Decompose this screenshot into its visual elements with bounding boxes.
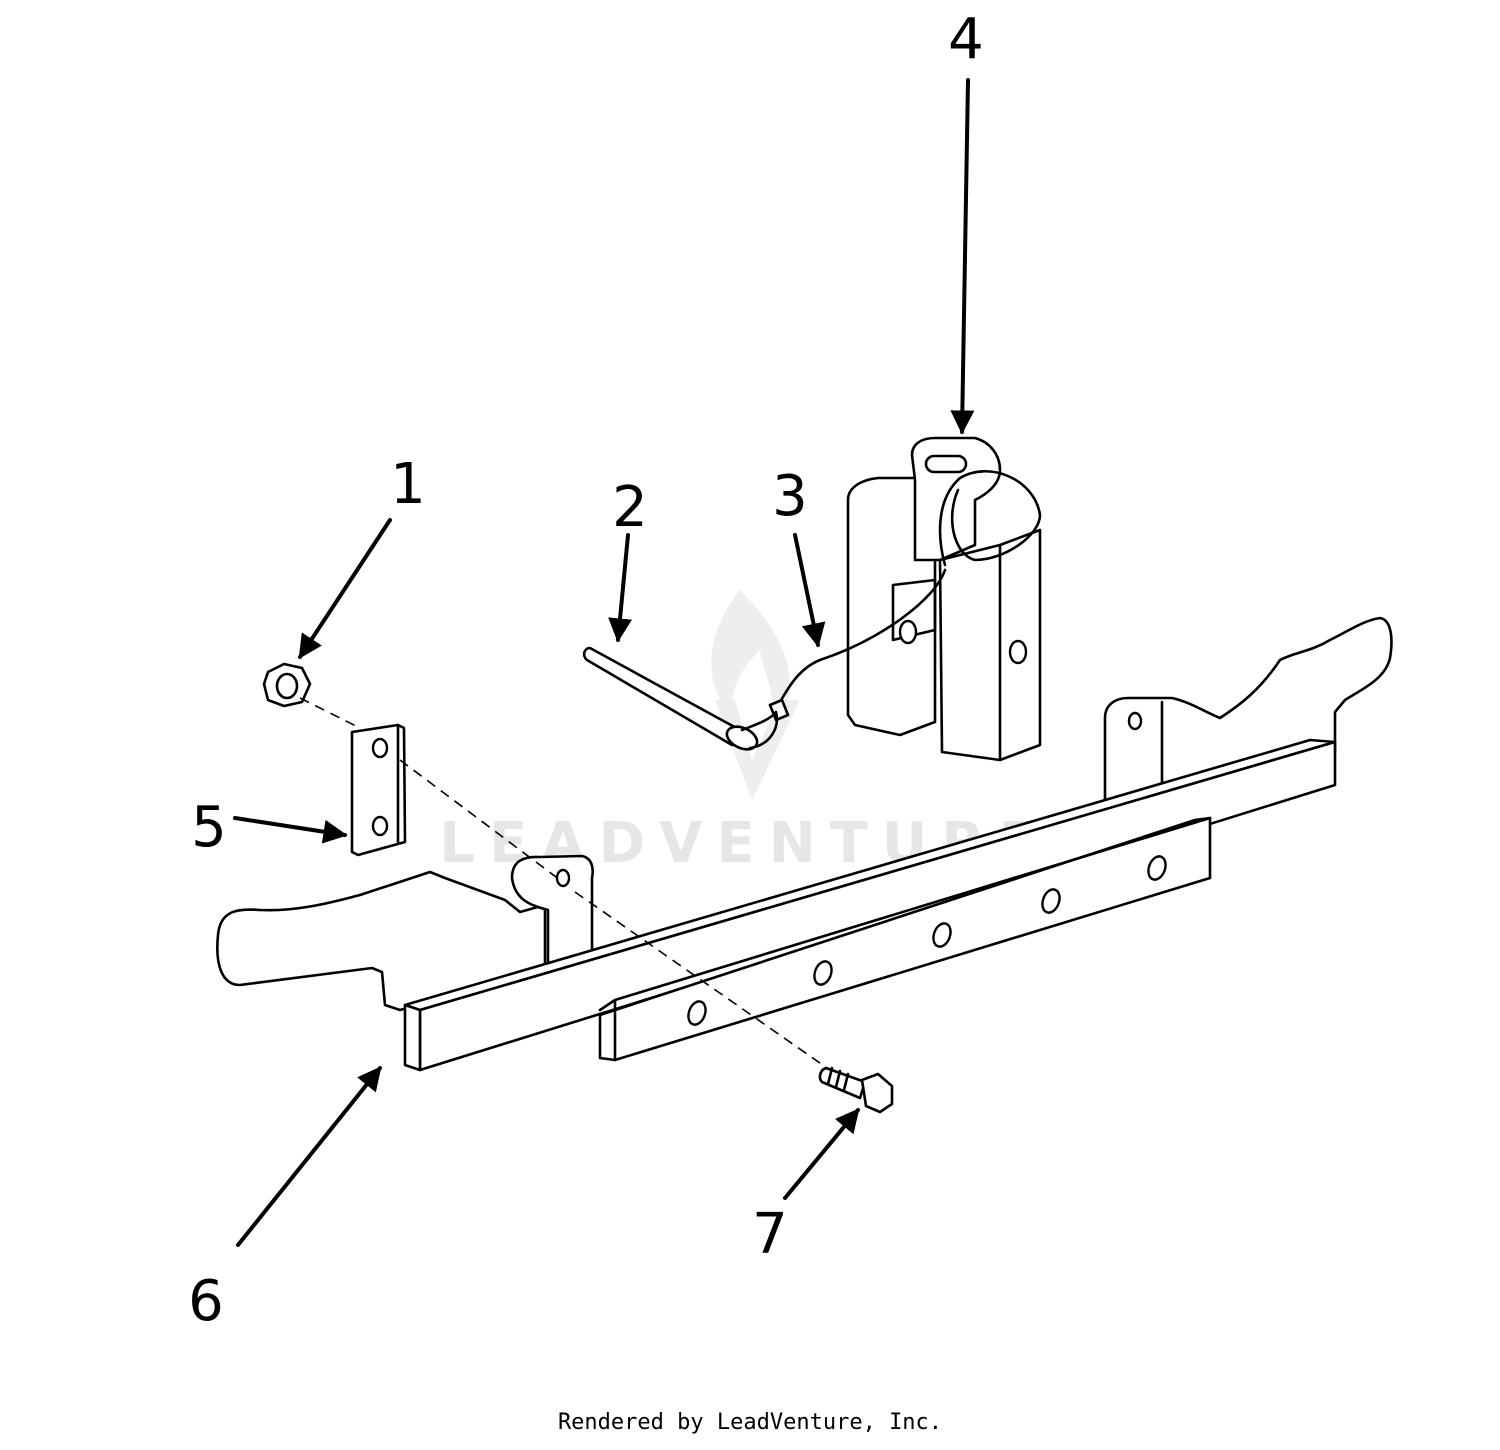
front-mounting-frame — [216, 616, 1393, 1072]
lanyard-wire — [773, 568, 947, 712]
callout-arrows — [233, 78, 975, 1247]
mounting-plate — [350, 723, 407, 857]
arrow-4 — [950, 78, 975, 435]
frame-right-hole — [1127, 711, 1143, 731]
arrow-7 — [783, 1108, 860, 1200]
receiver-right-hole — [1008, 639, 1028, 665]
lock-nut — [262, 662, 312, 708]
frame-front-plate-edge — [598, 816, 1212, 1062]
frame-left-upright — [510, 854, 594, 970]
callout-labels: 1 2 3 4 5 6 7 — [188, 7, 984, 1334]
callout-1: 1 — [390, 452, 426, 517]
callout-2: 2 — [612, 475, 648, 540]
arrow-6 — [236, 1066, 382, 1247]
arrow-3 — [793, 533, 826, 648]
lanyard-loop — [938, 469, 1042, 567]
mounting-plate-hole-top — [371, 737, 389, 759]
leadventure-watermark: LEADVENTURE — [439, 590, 1037, 876]
mounting-plate-hole-bottom — [371, 815, 389, 837]
frame-main-tube-end — [403, 1003, 422, 1072]
callout-7: 7 — [752, 1202, 788, 1267]
frame-front-plate — [598, 816, 1212, 1062]
frame-plate-holes — [687, 855, 1167, 1026]
receiver-left-leg — [846, 476, 937, 737]
footer-credit: Rendered by LeadVenture, Inc. — [557, 1410, 943, 1435]
arrow-1 — [298, 518, 392, 660]
hex-bolt-head — [860, 1072, 894, 1114]
callout-4: 4 — [948, 7, 984, 72]
receiver-left-hole — [898, 619, 918, 645]
assembly-centerline — [299, 697, 831, 1071]
receiver-tab-slot — [924, 454, 968, 474]
lock-nut-body — [262, 662, 312, 708]
arrow-2 — [608, 533, 632, 643]
hitch-pin-ring — [740, 710, 779, 750]
callout-6: 6 — [188, 1269, 224, 1334]
hex-bolt — [818, 1066, 894, 1114]
callout-3: 3 — [772, 464, 808, 529]
hitch-pin — [582, 646, 779, 751]
callout-5: 5 — [191, 795, 227, 860]
flame-logo-icon — [711, 590, 800, 800]
hex-bolt-shank — [818, 1066, 867, 1100]
frame-left-arm — [216, 870, 547, 1012]
lock-nut-bore — [275, 672, 299, 700]
hitch-pin-shaft — [582, 646, 742, 747]
hitch-receiver-bracket — [846, 436, 1042, 762]
receiver-slot — [891, 578, 937, 642]
hex-bolt-threads — [826, 1066, 850, 1092]
frame-left-hole — [555, 868, 571, 888]
arrow-5 — [233, 816, 348, 844]
